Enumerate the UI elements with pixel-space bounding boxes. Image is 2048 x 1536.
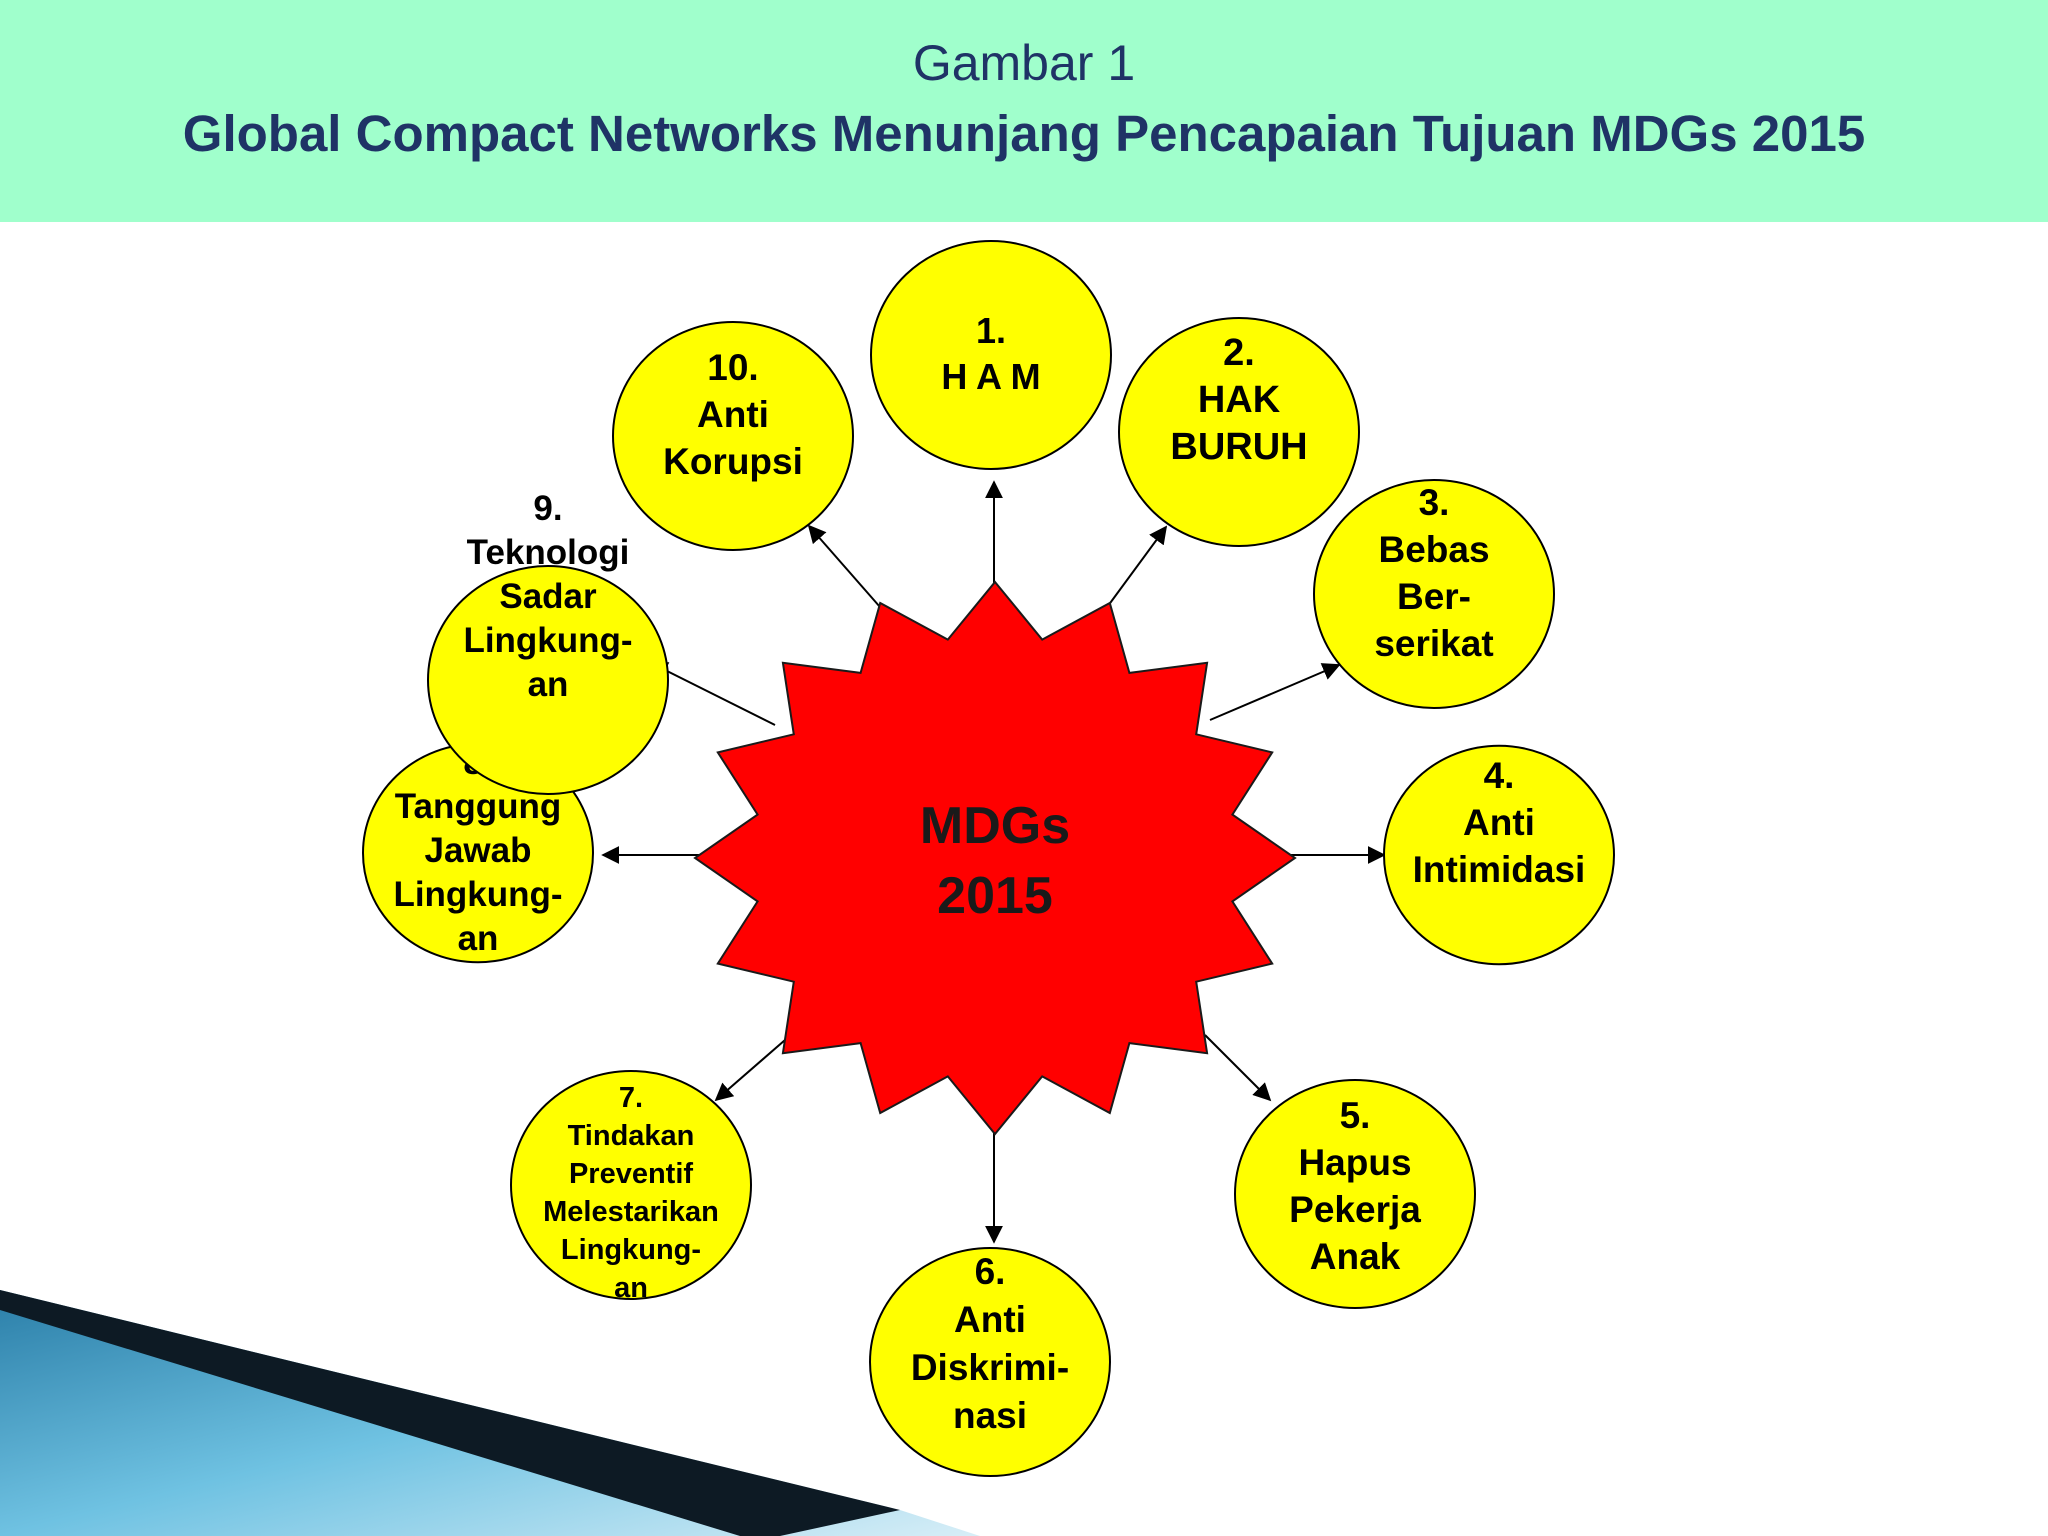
node-2: 2. HAK BURUH — [1118, 317, 1360, 547]
arrow-to-node-7 — [714, 1039, 786, 1102]
node-label-line: Anti — [697, 394, 769, 435]
node-label-line: Korupsi — [663, 441, 803, 482]
node-label-line: 7. — [619, 1082, 643, 1114]
corner-decoration-dark — [0, 1290, 900, 1536]
node-label-line: Intimidasi — [1413, 849, 1586, 890]
arrow-to-node-9 — [649, 662, 776, 726]
node-label-line: 4. — [1484, 755, 1515, 796]
node-label-line: Diskrimi- — [911, 1347, 1069, 1388]
node-label-line: Lingkung- — [463, 621, 632, 660]
node-7: 7. TindakanPreventifMelestarikanLingkung-… — [510, 1070, 752, 1304]
node-circle — [612, 321, 854, 551]
node-label-line: 6. — [975, 1251, 1006, 1292]
center-starburst — [693, 580, 1297, 1136]
node-label-line: BURUH — [1170, 426, 1307, 468]
node-label-line: 9. — [533, 489, 562, 528]
arrow-to-node-10 — [807, 524, 881, 608]
node-label-line: serikat — [1374, 623, 1493, 664]
node-label-line: Preventif — [569, 1158, 693, 1190]
node-circle — [870, 240, 1112, 470]
arrow-to-node-2 — [1104, 525, 1168, 611]
node-label-line: HAK — [1198, 379, 1281, 421]
node-label-line: 2. — [1223, 332, 1255, 374]
node-label-line: an — [614, 1272, 648, 1304]
header-banner: Gambar 1 Global Compact Networks Menunja… — [0, 0, 2048, 222]
node-label-line: 5. — [1340, 1095, 1371, 1136]
node-label-line: Ber- — [1397, 576, 1471, 617]
node-label-line: 10. — [707, 347, 758, 388]
node-circle — [1118, 317, 1360, 547]
node-label-line: an — [458, 919, 499, 958]
node-label-line: H A M — [941, 356, 1040, 397]
node-1: 1. H A M — [870, 240, 1112, 470]
figure-label: Gambar 1 — [912, 35, 1136, 91]
node-label-line: nasi — [953, 1395, 1027, 1436]
node-label-line: Hapus — [1298, 1142, 1411, 1183]
node-circle — [427, 565, 669, 795]
node-label-line: Jawab — [425, 831, 532, 870]
node-label-line: Melestarikan — [543, 1196, 719, 1228]
center-label-line: MDGs — [920, 797, 1070, 855]
node-label-line: Anti — [954, 1299, 1026, 1340]
node-label-line: Anak — [1310, 1236, 1401, 1277]
node-circle — [1234, 1079, 1476, 1309]
page-title: Global Compact Networks Menunjang Pencap… — [182, 105, 1866, 162]
center-label-line: 2015 — [937, 867, 1053, 925]
node-label-line: Anti — [1463, 802, 1535, 843]
node-label-line: 1. — [976, 310, 1006, 351]
node-label-line: 3. — [1419, 482, 1450, 523]
node-label-line: Tindakan — [568, 1120, 695, 1152]
node-label-line: Lingkung- — [561, 1234, 701, 1266]
node-label-line: Sadar — [499, 577, 597, 616]
node-label-line: Lingkung- — [393, 875, 562, 914]
node-circle — [869, 1247, 1111, 1477]
node-circle — [1383, 744, 1615, 966]
node-circle — [510, 1070, 752, 1300]
node-label-line: Bebas — [1378, 529, 1489, 570]
node-label-line: Teknologi — [467, 533, 630, 572]
node-label-line: Pekerja — [1289, 1189, 1421, 1230]
node-label-line: an — [528, 665, 569, 704]
arrow-to-node-3 — [1209, 663, 1341, 721]
node-circle — [1313, 479, 1555, 709]
arrow-to-node-5 — [1204, 1034, 1272, 1102]
